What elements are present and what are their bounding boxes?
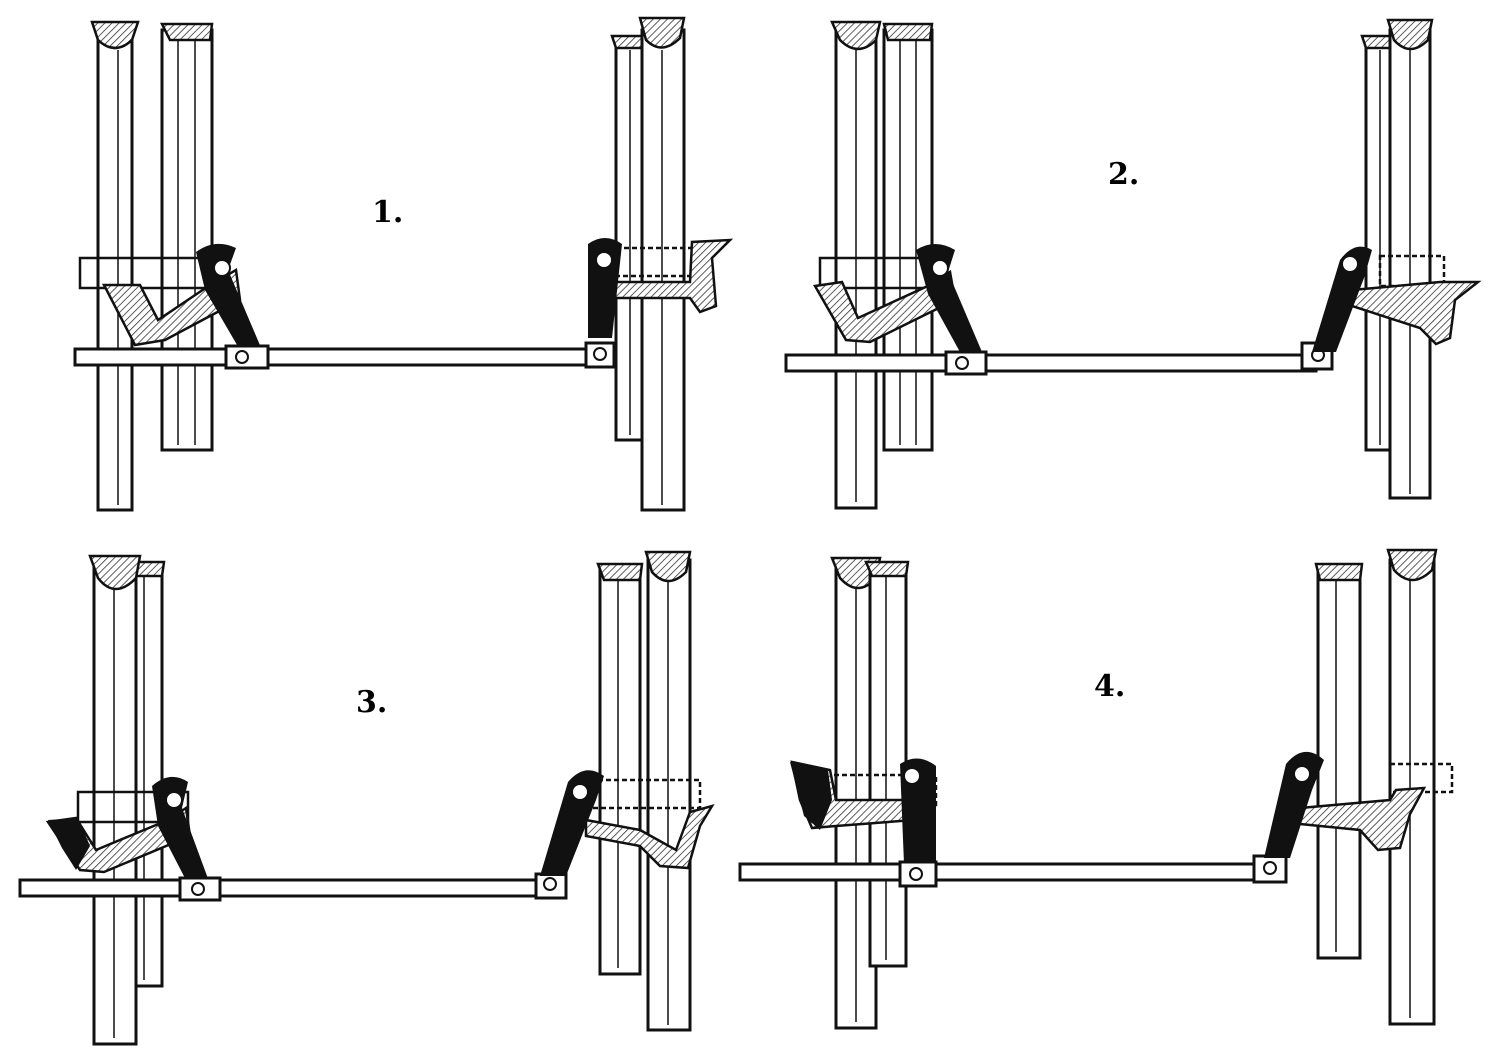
rail-left	[88, 554, 142, 1046]
panel-3: 3.	[18, 550, 715, 1046]
rail-right	[644, 550, 692, 1032]
rail-right	[1386, 18, 1434, 500]
lever-left	[900, 758, 936, 864]
panel-2: 2.	[784, 18, 1482, 510]
switch-rail-left	[864, 560, 910, 968]
lever-right	[1264, 751, 1324, 858]
rail-right	[1386, 548, 1438, 1026]
lock-arm-right	[1350, 280, 1482, 346]
panel-label: 2.	[1108, 157, 1139, 192]
panel-1: 1.	[73, 16, 734, 512]
clamp-right	[588, 778, 702, 810]
panel-label: 4.	[1094, 669, 1125, 704]
rail-left	[90, 20, 140, 512]
switch-rail-left	[882, 22, 934, 452]
lock-arm-tip-left	[48, 818, 90, 870]
clamp-right	[1378, 254, 1446, 288]
switch-rail-right	[596, 562, 644, 976]
panel-label: 1.	[372, 195, 403, 230]
panel-4: 4.	[738, 548, 1454, 1030]
switch-rail-left	[159, 22, 214, 452]
lever-left	[196, 243, 262, 350]
connecting-rod	[18, 872, 568, 902]
lever-right	[1312, 246, 1372, 352]
lock-arm-right	[1298, 786, 1427, 852]
panel-label: 3.	[356, 685, 387, 720]
lock-arm-right	[610, 238, 734, 314]
connecting-rod	[738, 854, 1288, 888]
lever-right	[540, 770, 604, 876]
connecting-rod	[784, 341, 1334, 376]
clamp-left	[76, 790, 190, 824]
connecting-rod	[73, 341, 616, 370]
lock-arm-tip-left	[790, 762, 832, 830]
rail-right	[638, 16, 686, 512]
lock-arm-left	[813, 269, 957, 344]
lock-arm-right	[584, 803, 715, 870]
rail-left	[830, 20, 882, 510]
